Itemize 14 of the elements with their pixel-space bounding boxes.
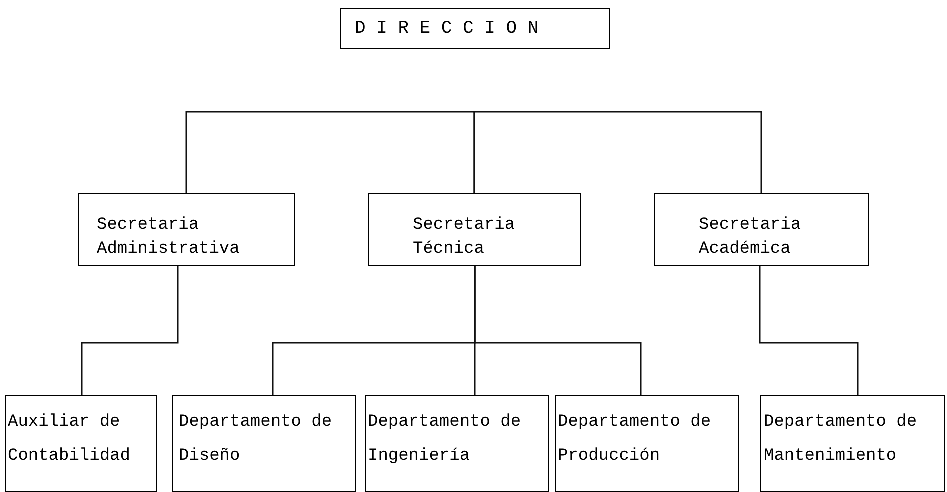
title-box: D I R E C C I O N (340, 8, 610, 49)
connector-line (81, 266, 179, 395)
org-unit-box: Departamento de Mantenimiento (760, 395, 945, 492)
connector-line (474, 111, 762, 193)
connector-line (759, 266, 859, 395)
org-unit-box: Departamento de Diseño (172, 395, 356, 492)
org-unit-box: Departamento de Ingeniería (365, 395, 549, 492)
org-unit-box: Auxiliar de Contabilidad (5, 395, 157, 492)
connector-line (186, 111, 476, 193)
org-unit-box: Secretaria Técnica (368, 193, 581, 266)
org-unit-box: Secretaria Académica (654, 193, 869, 266)
connector-line (474, 266, 642, 395)
org-unit-box: Secretaria Administrativa (78, 193, 295, 266)
org-unit-box: Departamento de Producción (555, 395, 739, 492)
